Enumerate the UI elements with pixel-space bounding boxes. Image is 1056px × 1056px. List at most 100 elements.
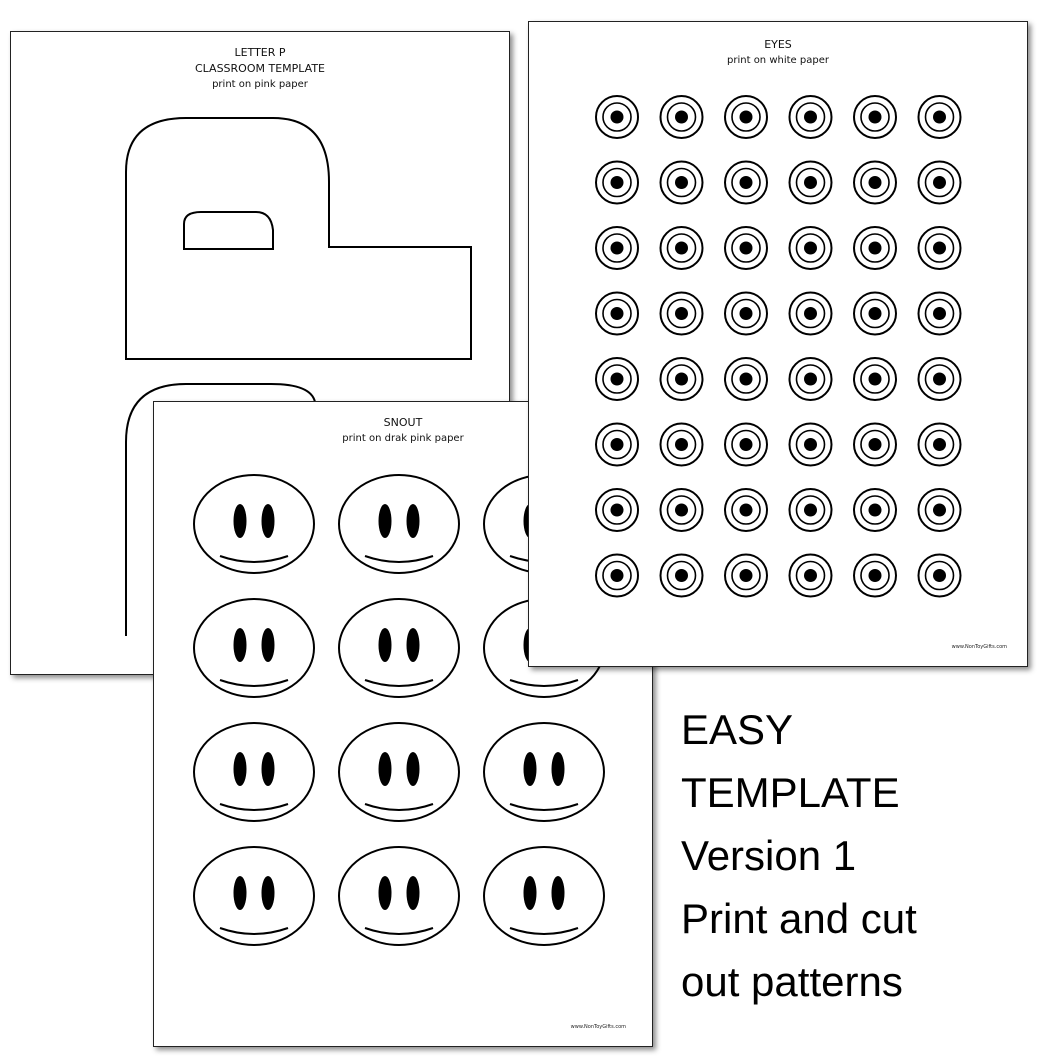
eye-pupil bbox=[868, 241, 882, 255]
caption: EASY TEMPLATE Version 1 Print and cut ou… bbox=[681, 698, 917, 1013]
snout-title: SNOUT bbox=[383, 416, 423, 429]
eye-piece bbox=[788, 226, 833, 270]
snout-outline bbox=[193, 474, 315, 574]
eye-piece bbox=[917, 357, 962, 401]
snout-piece bbox=[193, 474, 315, 574]
mouth-line bbox=[219, 803, 289, 811]
eye-piece bbox=[917, 291, 962, 336]
eye-piece bbox=[917, 553, 962, 598]
eye-pupil bbox=[610, 372, 624, 386]
snout-piece bbox=[193, 846, 315, 946]
eye-pupil bbox=[868, 438, 882, 451]
eye-pupil bbox=[739, 569, 753, 582]
caption-line-5: out patterns bbox=[681, 958, 903, 1005]
eye-pupil bbox=[675, 241, 688, 255]
eye-pupil bbox=[675, 176, 688, 189]
snout-piece bbox=[193, 722, 315, 822]
eye-piece bbox=[595, 226, 639, 270]
eye-piece bbox=[724, 357, 768, 401]
eye-pupil bbox=[933, 176, 946, 189]
eye-piece bbox=[595, 95, 639, 139]
letter-p-note: print on pink paper bbox=[212, 79, 308, 90]
eye-piece bbox=[788, 357, 833, 401]
nostril-left bbox=[378, 876, 392, 910]
nostril-right bbox=[261, 876, 275, 910]
eye-piece bbox=[853, 95, 897, 139]
eye-pupil bbox=[675, 372, 688, 386]
eye-piece bbox=[595, 291, 639, 336]
mouth-line bbox=[219, 927, 289, 935]
eye-pupil bbox=[804, 110, 817, 124]
eyes-footer-url: www.NonToyGifts.com bbox=[951, 644, 1007, 650]
eye-piece bbox=[917, 160, 962, 205]
eye-piece bbox=[853, 160, 897, 205]
eye-pupil bbox=[933, 307, 946, 320]
snout-piece bbox=[483, 846, 605, 946]
eyes-title: EYES bbox=[764, 38, 792, 51]
letter-p-outline bbox=[125, 117, 472, 636]
snout-grid bbox=[193, 474, 605, 946]
eye-piece bbox=[659, 95, 704, 139]
snout-outline bbox=[483, 846, 605, 946]
letter-p-hole-shape bbox=[183, 211, 274, 250]
eye-piece bbox=[595, 422, 639, 467]
eye-pupil bbox=[868, 176, 882, 189]
eye-pupil bbox=[933, 110, 946, 124]
mouth-line bbox=[364, 927, 434, 935]
eye-piece bbox=[853, 422, 897, 467]
snout-piece bbox=[338, 598, 460, 698]
nostril-left bbox=[233, 876, 247, 910]
eye-piece bbox=[659, 357, 704, 401]
letter-p-bottom-shape bbox=[125, 383, 316, 636]
letter-p-subtitle: CLASSROOM TEMPLATE bbox=[194, 62, 325, 75]
eye-piece bbox=[853, 226, 897, 270]
letter-p-header: LETTER P CLASSROOM TEMPLATE print on pin… bbox=[11, 45, 509, 93]
eye-piece bbox=[595, 488, 639, 532]
snout-outline bbox=[338, 474, 460, 574]
caption-line-2: TEMPLATE bbox=[681, 769, 900, 816]
snout-note: print on drak pink paper bbox=[342, 433, 464, 444]
nostril-right bbox=[261, 752, 275, 786]
letter-p-top-shape bbox=[125, 117, 472, 360]
eye-piece bbox=[853, 488, 897, 532]
snout-footer-url: www.NonToyGifts.com bbox=[570, 1024, 626, 1030]
nostril-left bbox=[233, 504, 247, 538]
eye-piece bbox=[853, 291, 897, 336]
nostril-left bbox=[378, 628, 392, 662]
snout-piece bbox=[338, 846, 460, 946]
eye-piece bbox=[788, 291, 833, 336]
eye-piece bbox=[853, 357, 897, 401]
eye-piece bbox=[595, 553, 639, 598]
eye-pupil bbox=[804, 241, 817, 255]
snout-header: SNOUT print on drak pink paper bbox=[154, 415, 652, 447]
caption-line-1: EASY bbox=[681, 706, 794, 753]
snout-piece bbox=[193, 598, 315, 698]
eye-pupil bbox=[933, 372, 946, 386]
eye-pupil bbox=[739, 241, 753, 255]
nostril-left bbox=[523, 876, 537, 910]
eye-piece bbox=[724, 226, 768, 270]
nostril-right bbox=[261, 504, 275, 538]
eye-piece bbox=[659, 226, 704, 270]
snout-outline bbox=[193, 846, 315, 946]
eye-pupil bbox=[933, 503, 946, 517]
caption-line-4: Print and cut bbox=[681, 895, 917, 942]
eye-piece bbox=[788, 488, 833, 532]
eye-pupil bbox=[868, 503, 882, 517]
eye-piece bbox=[659, 160, 704, 205]
mouth-line bbox=[219, 555, 289, 563]
eye-pupil bbox=[933, 241, 946, 255]
eye-pupil bbox=[675, 503, 688, 517]
snout-outline bbox=[338, 598, 460, 698]
nostril-right bbox=[406, 628, 420, 662]
mouth-line bbox=[364, 679, 434, 687]
eye-piece bbox=[595, 160, 639, 205]
eye-piece bbox=[788, 422, 833, 467]
eye-pupil bbox=[675, 438, 688, 451]
snout-outline bbox=[338, 846, 460, 946]
eye-piece bbox=[917, 226, 962, 270]
snout-outline bbox=[483, 722, 605, 822]
eye-pupil bbox=[804, 438, 817, 451]
eye-pupil bbox=[610, 110, 624, 124]
eye-pupil bbox=[610, 438, 624, 451]
